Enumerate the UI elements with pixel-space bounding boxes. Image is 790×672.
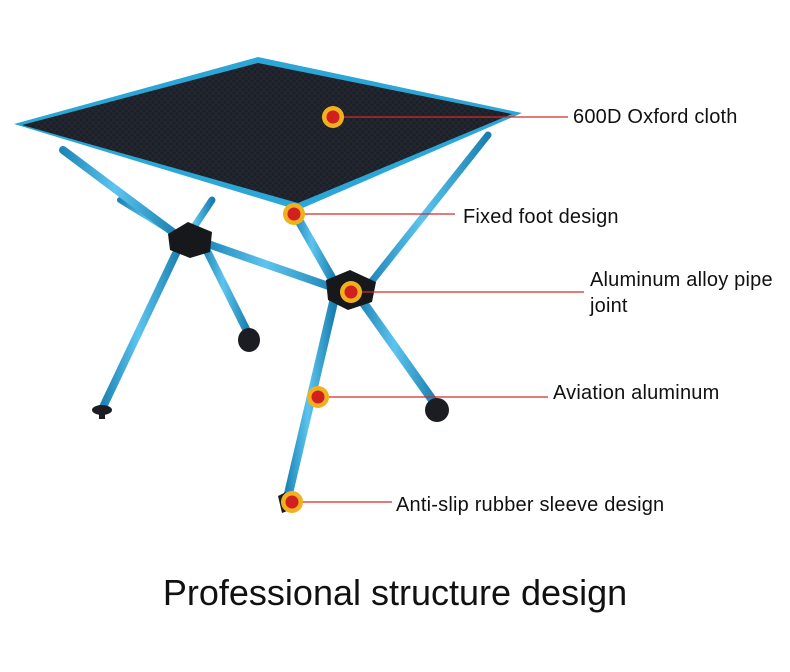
marker-joint [340, 281, 362, 303]
leader-lines [292, 116, 584, 503]
crossbar [201, 239, 344, 294]
caption: Professional structure design [162, 572, 628, 613]
callout-label-rubber-sleeve: Anti-slip rubber sleeve design [396, 494, 665, 516]
callout-label-pipe-joint: Aluminum alloy pipe joint [590, 269, 773, 317]
marker-rubber [281, 491, 303, 513]
callout-label-oxford-cloth: 600D Oxford cloth [573, 106, 738, 128]
marker-oxford [322, 106, 344, 128]
tabletop [14, 57, 522, 210]
callout-label-aviation-aluminum: Aviation aluminum [553, 382, 720, 404]
rubber-feet [92, 328, 449, 513]
callout-label-fixed-foot: Fixed foot design [463, 206, 619, 228]
marker-foot [283, 203, 305, 225]
marker-aviation [307, 386, 329, 408]
callout-markers [281, 106, 362, 513]
